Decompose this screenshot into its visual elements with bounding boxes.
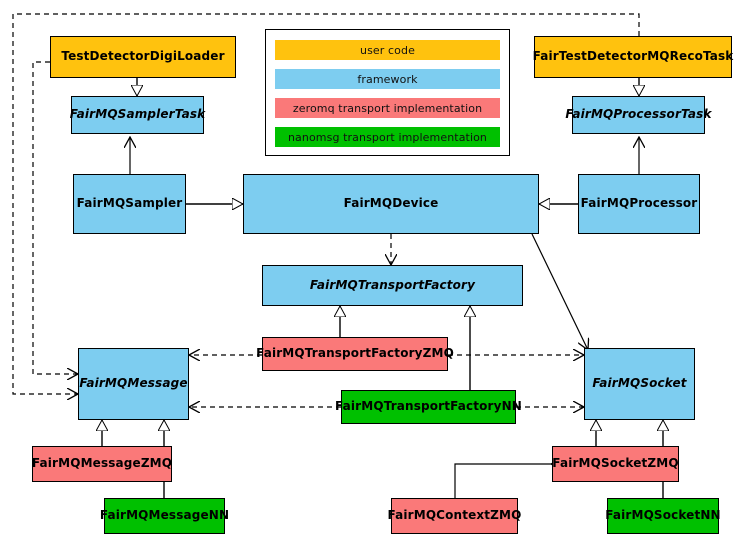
legend-item-user-code: user code — [275, 40, 500, 60]
edge-device-socket — [531, 233, 588, 350]
class-box-fairmqtransportfactorynn[interactable]: FairMQTransportFactoryNN — [335, 390, 522, 424]
class-box-fairmqprocessor[interactable]: FairMQProcessor — [578, 174, 700, 234]
class-box-testdetectordigiloader[interactable]: TestDetectorDigiLoader — [50, 36, 236, 78]
class-label: FairMQContextZMQ — [387, 508, 522, 523]
class-box-fairmqprocessortask[interactable]: FairMQProcessorTask — [565, 96, 711, 134]
class-box-fairmqsocket[interactable]: FairMQSocket — [584, 348, 695, 420]
class-label: FairMQSampler — [76, 196, 183, 211]
legend-panel: user code framework zeromq transport imp… — [265, 29, 510, 156]
legend-item-framework: framework — [275, 69, 500, 89]
class-label: FairMQMessageZMQ — [31, 456, 173, 471]
legend-item-nanomsg: nanomsg transport implementation — [275, 127, 500, 147]
class-label: FairMQDevice — [343, 196, 439, 211]
legend-label: zeromq transport implementation — [292, 101, 483, 115]
class-label: TestDetectorDigiLoader — [61, 49, 225, 64]
legend-label: nanomsg transport implementation — [287, 130, 488, 144]
class-label: FairMQSocket — [592, 376, 687, 391]
legend-label: framework — [357, 72, 418, 86]
class-label: FairMQTransportFactoryZMQ — [256, 346, 454, 361]
class-label: FairMQSocketZMQ — [552, 456, 679, 471]
class-box-fairmqtransportfactory[interactable]: FairMQTransportFactory — [262, 265, 523, 306]
class-box-fairmqsocketnn[interactable]: FairMQSocketNN — [605, 498, 721, 534]
class-box-fairmqmessage[interactable]: FairMQMessage — [78, 348, 189, 420]
edge-contextzmq-socketzmq — [454, 464, 552, 498]
class-label: FairMQTransportFactory — [309, 277, 476, 292]
class-label: FairMQSocketNN — [605, 508, 721, 523]
class-label: FairMQMessageNN — [99, 508, 230, 523]
class-box-fairmqsocketzmq[interactable]: FairMQSocketZMQ — [552, 446, 679, 482]
class-label: FairMQProcessor — [580, 196, 698, 211]
class-label: FairMQSamplerTask — [69, 107, 206, 122]
class-label: FairMQProcessorTask — [565, 107, 712, 122]
class-box-fairmqtransportfactoryzmq[interactable]: FairMQTransportFactoryZMQ — [256, 337, 454, 371]
class-label: FairMQTransportFactoryNN — [335, 399, 522, 414]
class-box-fairtestdetectormqrecotask[interactable]: FairTestDetectorMQRecoTask — [532, 36, 734, 78]
class-box-fairmqcontextzmq[interactable]: FairMQContextZMQ — [388, 498, 521, 534]
class-label: FairMQMessage — [79, 376, 188, 391]
legend-label: user code — [360, 43, 415, 57]
legend-item-zeromq: zeromq transport implementation — [275, 98, 500, 118]
class-box-fairmqmessagenn[interactable]: FairMQMessageNN — [100, 498, 229, 534]
class-label: FairTestDetectorMQRecoTask — [532, 49, 734, 64]
class-box-fairmqdevice[interactable]: FairMQDevice — [243, 174, 539, 234]
class-box-fairmqsamplertask[interactable]: FairMQSamplerTask — [69, 96, 206, 134]
class-box-fairmqmessagezmq[interactable]: FairMQMessageZMQ — [32, 446, 172, 482]
class-box-fairmqsampler[interactable]: FairMQSampler — [73, 174, 186, 234]
